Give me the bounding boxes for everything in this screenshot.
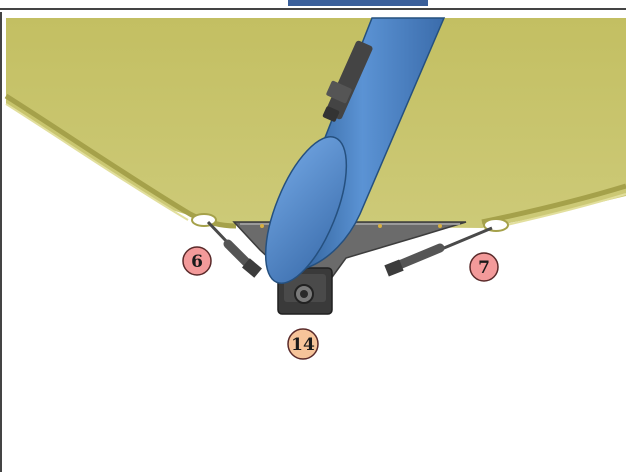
left-tension-rod <box>206 220 262 278</box>
callout-14-bubble <box>287 328 319 360</box>
left-eyelet <box>191 213 217 227</box>
blue-pole <box>264 17 446 284</box>
callout-6-label: 6 <box>191 252 203 272</box>
top-border-strip <box>0 0 626 10</box>
callout-7-label: 7 <box>478 258 490 278</box>
top-strip-blue-accent <box>288 0 428 6</box>
callout-6-bubble <box>182 246 212 276</box>
pole-end-cap <box>264 136 348 284</box>
callout-6: 6 <box>182 246 212 276</box>
callout-7: 7 <box>469 252 499 282</box>
right-tension-rod <box>384 226 493 277</box>
callout-7-bubble <box>469 252 499 282</box>
callout-14: 14 <box>287 328 319 360</box>
diagram-frame <box>0 12 626 472</box>
callout-14-label: 14 <box>291 335 315 355</box>
